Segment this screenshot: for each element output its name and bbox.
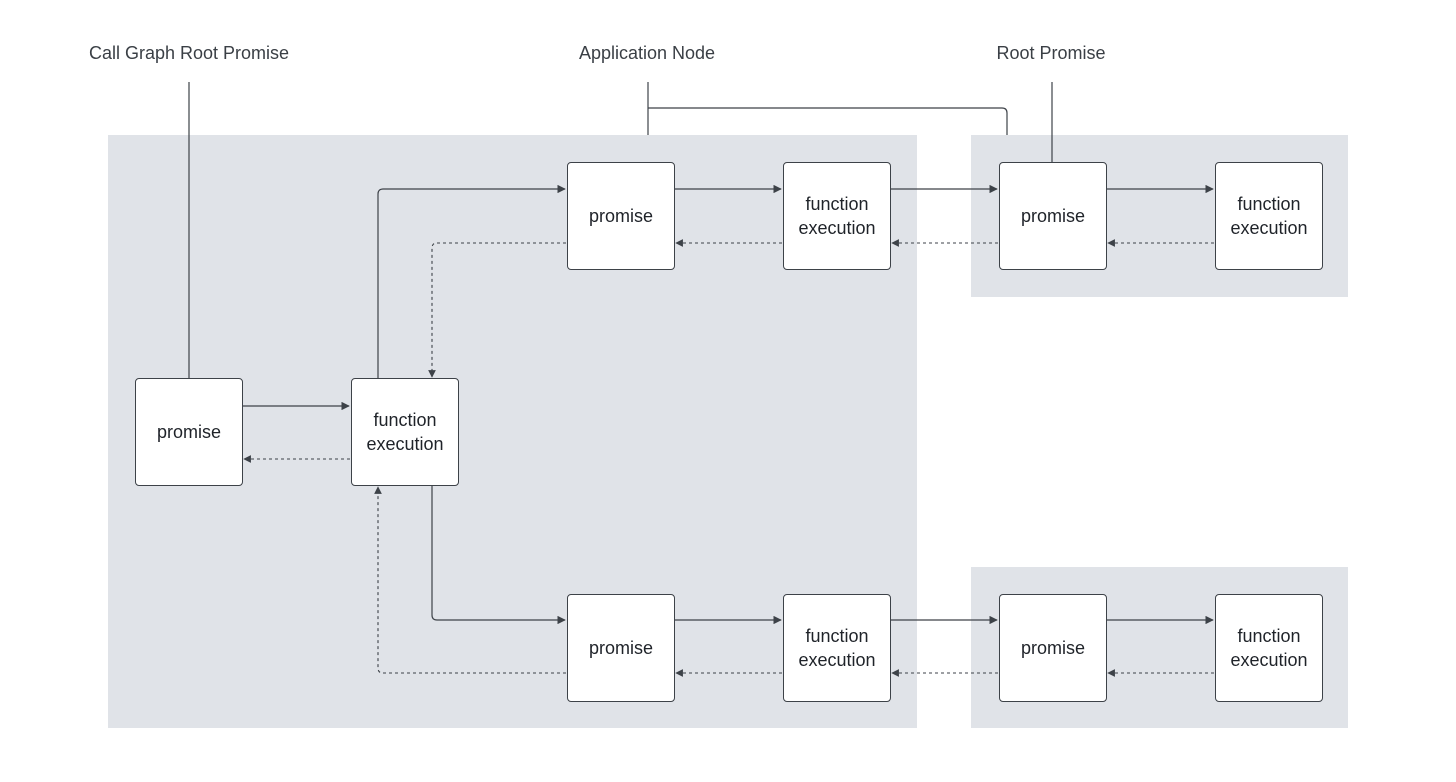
application-node-branch-line (648, 107, 1008, 135)
return-arrow-bottom-promise-to-main-function (374, 486, 566, 674)
call-graph-root-promise-label: Call Graph Root Promise (88, 43, 290, 63)
function-execution-node-top: function execution (783, 162, 891, 270)
function-execution-node-top-remote: function execution (1215, 162, 1323, 270)
call-arrow-main-function-to-top-promise (377, 184, 566, 378)
promise-node-bottom-remote: promise (999, 594, 1107, 702)
promise-node-main: promise (135, 378, 243, 486)
promise-node-top: promise (567, 162, 675, 270)
application-node-label: Application Node (578, 43, 716, 63)
return-arrow-top-promise-to-main-function (428, 242, 566, 378)
function-execution-node-main: function execution (351, 378, 459, 486)
function-execution-node-bottom-remote: function execution (1215, 594, 1323, 702)
function-execution-node-bottom: function execution (783, 594, 891, 702)
promise-node-bottom: promise (567, 594, 675, 702)
call-arrow-main-function-to-bottom-promise (431, 486, 566, 625)
root-promise-label: Root Promise (996, 43, 1106, 63)
promise-node-top-remote: promise (999, 162, 1107, 270)
